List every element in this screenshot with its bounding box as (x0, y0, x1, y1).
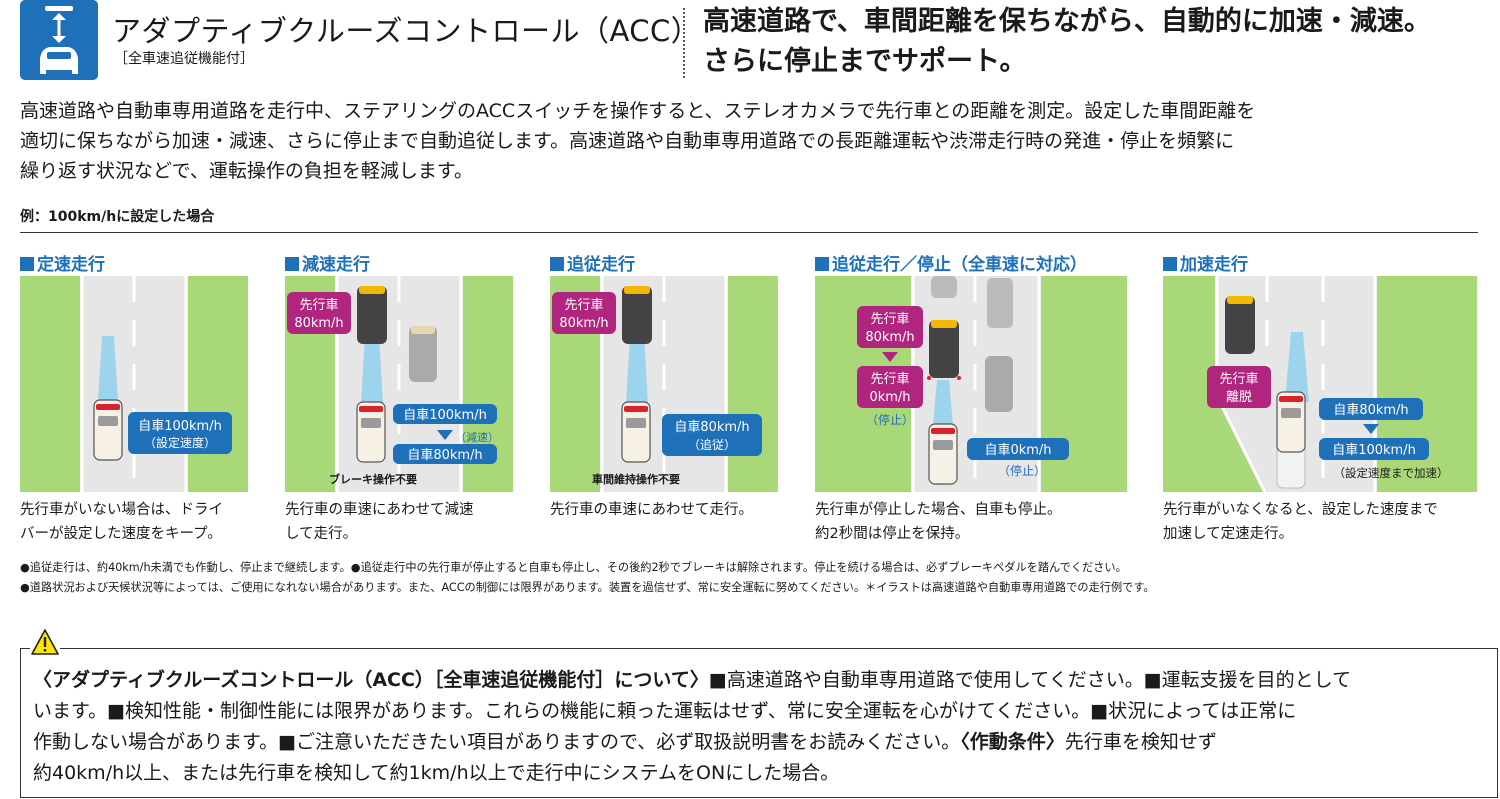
own-speed-to-badge (1319, 438, 1429, 460)
own-car-icon (93, 399, 123, 461)
own-speed-to-badge (393, 444, 497, 464)
panel-title-following: 追従走行 (550, 250, 635, 275)
svg-text:自車80km/h: 自車80km/h (1333, 403, 1408, 418)
svg-text:（設定速度まで加速）: （設定速度まで加速） (1334, 466, 1449, 480)
warning-heading: 〈アダプティブクルーズコントロール（ACC）［全車速追従機能付］について〉 (33, 669, 709, 691)
other-car-icon (409, 326, 437, 382)
camera-beam (361, 336, 383, 404)
own-speed-badge (662, 414, 762, 456)
svg-text:0km/h: 0km/h (869, 390, 910, 405)
lead-speed-badge (552, 292, 616, 334)
panel-title-follow-stop: 追従走行／停止（全車速に対応） (815, 250, 1087, 275)
svg-text:80km/h: 80km/h (559, 316, 608, 331)
example-label: 例：100km/hに設定した場合 (20, 209, 215, 225)
header-tagline: 高速道路で、車間距離を保ちながら、自動的に加速・減速。 さらに停止までサポート。 (703, 2, 1431, 82)
panel-follow-stop-illustration: 先行車 80km/h 先行車 0km/h （停止） 自車0km/h （停止） (815, 276, 1127, 492)
acc-car-distance-icon (20, 0, 98, 80)
warning-line-4: 約40km/h以上、または先行車を検知して約1km/h以上で走行中にシステムをO… (33, 762, 840, 784)
svg-text:先行車: 先行車 (299, 298, 338, 313)
panel-caption-acceleration: 先行車がいなくなると、設定した速度まで 加速して定速走行。 (1163, 502, 1438, 542)
svg-text:自車0km/h: 自車0km/h (984, 443, 1051, 458)
intro-line-1: 高速道路や自動車専用道路を走行中、ステアリングのACCスイッチを操作すると、ステ… (20, 100, 1256, 122)
own-car-icon (1276, 391, 1306, 453)
own-speed-badge (967, 438, 1069, 460)
warning-line-3: 作動しない場合があります。■ご注意いただきたい項目がありますので、必ず取扱説明書… (33, 731, 961, 753)
own-car-icon (356, 401, 386, 463)
svg-text:（減速）: （減速） (455, 430, 499, 444)
camera-beam (98, 336, 118, 402)
lead-departed-badge (1207, 366, 1271, 408)
intro-line-2: 適切に保ちながら加速・減速、さらに停止まで自動追従します。高速道路や自動車専用道… (20, 130, 1235, 152)
svg-text:自車80km/h: 自車80km/h (674, 420, 749, 435)
warning-line-2: います。■検知性能・制御性能には限界があります。これらの機能に頼った運転はせず、… (33, 700, 1297, 722)
panel-constant-speed-illustration: 自車100km/h （設定速度） (20, 276, 248, 492)
own-car-icon (928, 423, 958, 485)
svg-text:自車100km/h: 自車100km/h (1332, 443, 1416, 458)
down-arrow-icon (1363, 424, 1379, 434)
operating-conditions-label: 〈作動条件〉 (960, 731, 1065, 753)
tagline-line-1: 高速道路で、車間距離を保ちながら、自動的に加速・減速。 (703, 6, 1431, 37)
own-speed-note: （設定速度） (144, 435, 216, 450)
notes: ●追従走行は、約40km/h未満でも作動し、停止まで継続します。●追従走行中の先… (20, 558, 1155, 598)
intro-line-3: 繰り返す状況などで、運転操作の負担を軽減します。 (20, 160, 473, 182)
panel-caption-constant-speed: 先行車がいない場合は、ドライ バーが設定した速度をキープ。 (20, 502, 223, 542)
lead-stopped-badge (857, 366, 923, 408)
lead-car-icon (927, 320, 961, 380)
panel-acceleration-illustration: 先行車 離脱 自車80km/h 自車100km/h （設定速度まで加速） (1163, 276, 1477, 492)
page-title: アダプティブクルーズコントロール（ACC） (112, 14, 701, 48)
own-speed-from-badge (1319, 398, 1423, 420)
panel-title-acceleration: 加速走行 (1163, 250, 1248, 275)
svg-text:先行車: 先行車 (870, 372, 909, 387)
svg-text:（停止）: （停止） (998, 463, 1046, 478)
panel-deceleration-illustration: 先行車 80km/h 自車100km/h （減速） 自車80km/h ブレーキ操… (285, 276, 513, 492)
lead-car-icon (622, 286, 652, 344)
panel-title-constant-speed: 定速走行 (20, 250, 105, 275)
intro-paragraph: 高速道路や自動車専用道路を走行中、ステアリングのACCスイッチを操作すると、ステ… (20, 96, 1480, 186)
panel-footnote: ブレーキ操作不要 (329, 472, 417, 486)
down-arrow-icon (437, 430, 453, 440)
warning-triangle-icon (30, 628, 60, 656)
own-speed-text: 自車100km/h (138, 419, 222, 434)
svg-text:（追従）: （追従） (688, 437, 736, 452)
panel-caption-follow-stop: 先行車が停止した場合、自車も停止。 約2秒間は停止を保持。 (815, 502, 1062, 542)
camera-beam (1285, 332, 1309, 402)
camera-beam (933, 380, 953, 426)
svg-text:先行車: 先行車 (1219, 372, 1258, 387)
svg-text:先行車: 先行車 (870, 312, 909, 327)
note-line-2: ●道路状況および天候状況等によっては、ご使用になれない場合があります。また、AC… (20, 581, 1155, 594)
own-speed-badge (128, 412, 232, 454)
svg-text:離脱: 離脱 (1226, 390, 1252, 405)
warning-line-1: ■高速道路や自動車専用道路で使用してください。■運転支援を目的として (708, 669, 1352, 691)
lead-car-icon (357, 286, 387, 344)
camera-beam (626, 336, 648, 404)
panel-title-deceleration: 減速走行 (285, 250, 370, 275)
note-line-1: ●追従走行は、約40km/h未満でも作動し、停止まで継続します。●追従走行中の先… (20, 561, 1127, 574)
panel-caption-deceleration: 先行車の車速にあわせて減速 して走行。 (285, 502, 474, 542)
departing-lead-car-icon (1225, 296, 1255, 354)
warning-text: 〈アダプティブクルーズコントロール（ACC）［全車速追従機能付］について〉■高速… (33, 665, 1485, 789)
svg-text:（停止）: （停止） (866, 412, 914, 427)
down-arrow-icon (882, 352, 898, 362)
svg-text:80km/h: 80km/h (294, 316, 343, 331)
queued-car-icon (931, 276, 1013, 412)
svg-text:自車80km/h: 自車80km/h (407, 448, 482, 463)
lead-speed-badge (287, 292, 351, 334)
section-divider (20, 232, 1478, 233)
own-car-icon (621, 401, 651, 463)
panel-caption-following: 先行車の車速にあわせて走行。 (550, 502, 753, 518)
lead-speed-badge (857, 306, 923, 348)
svg-text:自車100km/h: 自車100km/h (403, 408, 487, 423)
warning-box: 〈アダプティブクルーズコントロール（ACC）［全車速追従機能付］について〉■高速… (20, 648, 1498, 798)
header-divider (683, 8, 685, 78)
svg-text:先行車: 先行車 (564, 298, 603, 313)
warning-line-3-end: 先行車を検知せず (1064, 731, 1217, 753)
panel-footnote: 車間維持操作不要 (592, 472, 680, 486)
page-subtitle: ［全車速追従機能付］ (114, 51, 254, 67)
panel-following-illustration: 先行車 80km/h 自車80km/h （追従） 車間維持操作不要 (550, 276, 778, 492)
svg-text:80km/h: 80km/h (865, 330, 914, 345)
tagline-line-2: さらに停止までサポート。 (703, 46, 1027, 77)
own-speed-from-badge (393, 404, 497, 424)
